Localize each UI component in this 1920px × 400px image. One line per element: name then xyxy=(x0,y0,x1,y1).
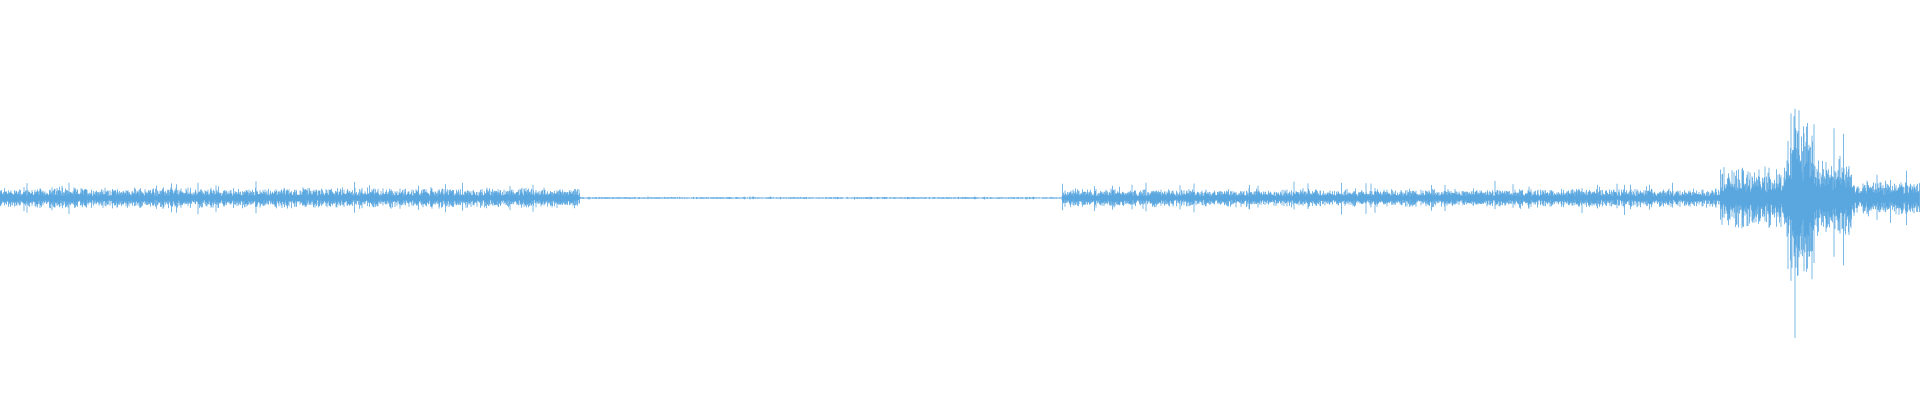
waveform-path xyxy=(0,108,1920,338)
waveform-trace xyxy=(0,108,1920,338)
